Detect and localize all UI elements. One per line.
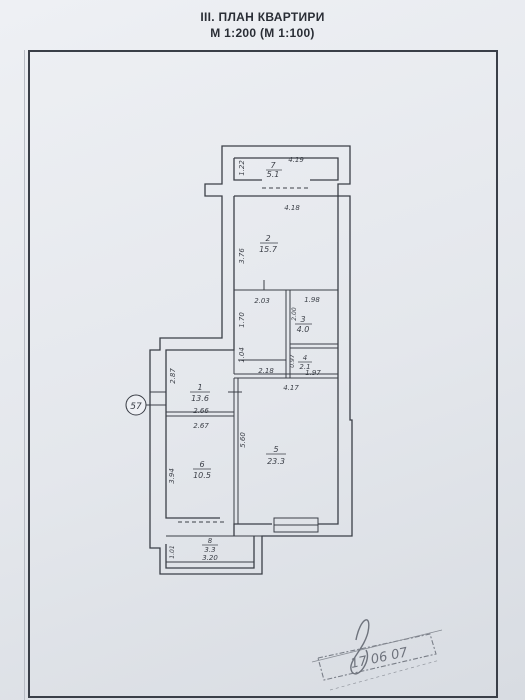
dim-3-20: 3.20 xyxy=(202,554,218,562)
dim-2-18: 2.18 xyxy=(258,367,274,375)
dim-4-18: 4.18 xyxy=(284,204,300,212)
room-1-area: 13.6 xyxy=(191,394,209,403)
dim-3-94: 3.94 xyxy=(168,468,176,484)
room-4-area: 2.1 xyxy=(299,363,310,371)
dim-1-98: 1.98 xyxy=(304,296,320,304)
dim-1-22: 1.22 xyxy=(238,160,246,176)
entrance-marker-label: 57 xyxy=(130,402,142,412)
dim-2-03: 2.03 xyxy=(254,297,270,305)
drawing-frame xyxy=(28,50,498,698)
partitions xyxy=(150,187,338,563)
room-labels: 7 5.1 2 15.7 3 4.0 4 2.1 1 13.6 5 23.3 6… xyxy=(190,161,312,554)
dim-1-97: 1.97 xyxy=(305,369,321,377)
room-7-area: 5.1 xyxy=(267,170,280,179)
room-2-area: 15.7 xyxy=(259,245,278,254)
dimension-labels: 4.19 1.22 4.18 3.76 2.03 1.98 1.70 2.00 … xyxy=(168,156,321,562)
sheet-edge xyxy=(4,50,25,700)
dim-2-87: 2.87 xyxy=(169,368,177,384)
walls xyxy=(149,145,353,575)
dim-2-66: 2.66 xyxy=(193,407,209,415)
entrance-marker: 57 xyxy=(125,394,166,416)
room-3-number: 3 xyxy=(300,315,305,324)
room-2-number: 2 xyxy=(265,234,270,243)
room-7-number: 7 xyxy=(270,161,276,170)
room-8-number: 8 xyxy=(208,537,213,545)
plan-title: III. ПЛАН КВАРТИРИ xyxy=(200,10,325,24)
room-4-number: 4 xyxy=(303,354,307,362)
room-6-area: 10.5 xyxy=(193,471,211,480)
plan-scale: М 1:200 (М 1:100) xyxy=(210,26,315,40)
dim-2-00: 2.00 xyxy=(291,307,298,321)
dim-0-97: 0.97 xyxy=(289,354,296,368)
room-5-area: 23.3 xyxy=(267,457,285,466)
room-5-number: 5 xyxy=(273,445,278,454)
dim-1-01: 1.01 xyxy=(169,545,176,558)
ink-stamp: 17 06 07 xyxy=(311,619,443,691)
dim-5-60: 5.60 xyxy=(239,432,247,448)
room-3-area: 4.0 xyxy=(297,325,310,334)
room-6-number: 6 xyxy=(199,460,204,469)
dim-2-67: 2.67 xyxy=(193,422,209,430)
dim-4-17: 4.17 xyxy=(283,384,299,392)
dim-3-76: 3.76 xyxy=(238,248,246,264)
room-1-number: 1 xyxy=(197,383,202,392)
dim-1-70: 1.70 xyxy=(238,312,246,328)
dim-1-04: 1.04 xyxy=(238,347,246,363)
dim-4-19: 4.19 xyxy=(288,156,304,164)
room-8-area: 3.3 xyxy=(204,546,215,554)
